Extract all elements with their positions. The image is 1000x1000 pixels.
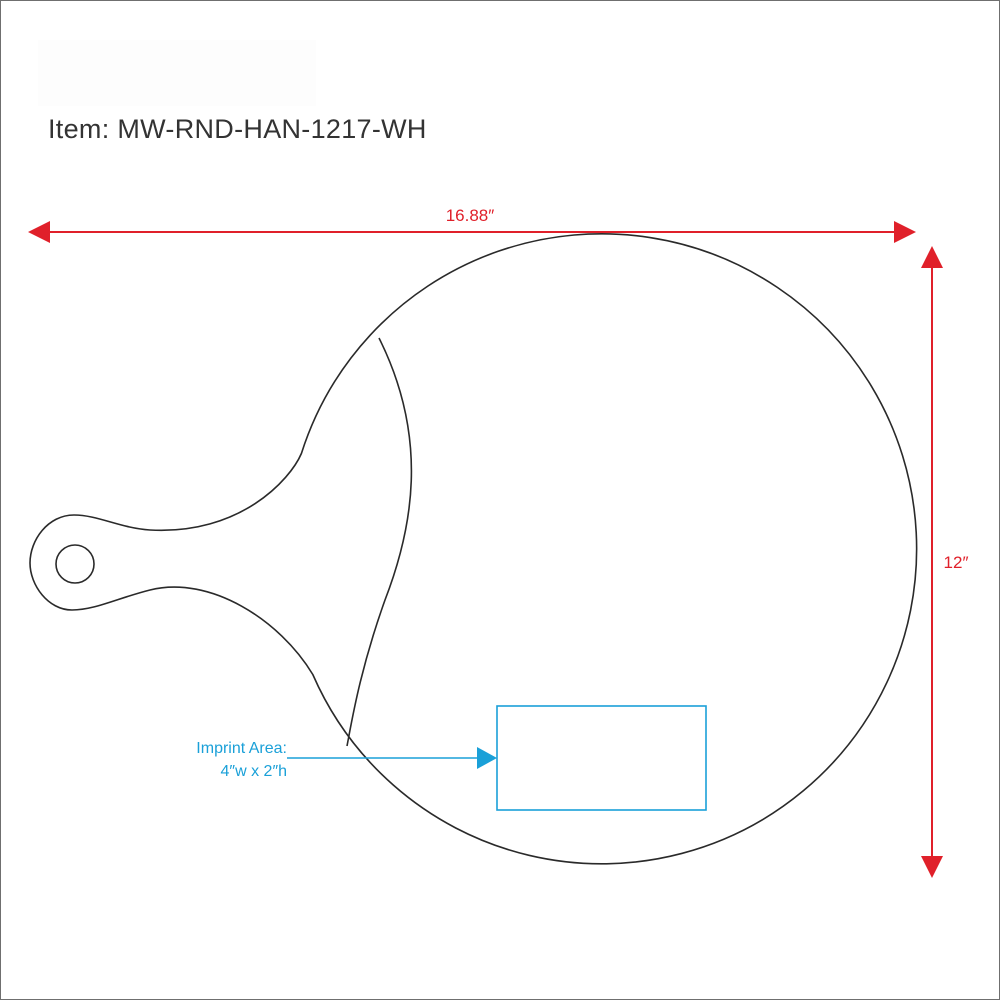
- board-outline: [29, 233, 918, 865]
- width-dimension-arrow: [28, 221, 916, 243]
- hanging-hole: [55, 544, 95, 584]
- handle-seam-line: [346, 337, 413, 747]
- imprint-pointer-arrow: [287, 747, 497, 769]
- item-label: Item:: [48, 114, 110, 144]
- item-title: Item: MW-RND-HAN-1217-WH: [48, 114, 427, 145]
- height-dimension-arrow: [921, 246, 943, 878]
- imprint-area-box: [496, 705, 707, 811]
- item-code: MW-RND-HAN-1217-WH: [117, 114, 427, 144]
- imprint-area-title: Imprint Area:: [196, 740, 287, 757]
- imprint-area-size: 4″w x 2″h: [221, 763, 287, 780]
- height-dimension-label: 12″: [944, 553, 969, 572]
- width-dimension-label: 16.88″: [446, 206, 495, 225]
- logo-placeholder: [38, 40, 316, 106]
